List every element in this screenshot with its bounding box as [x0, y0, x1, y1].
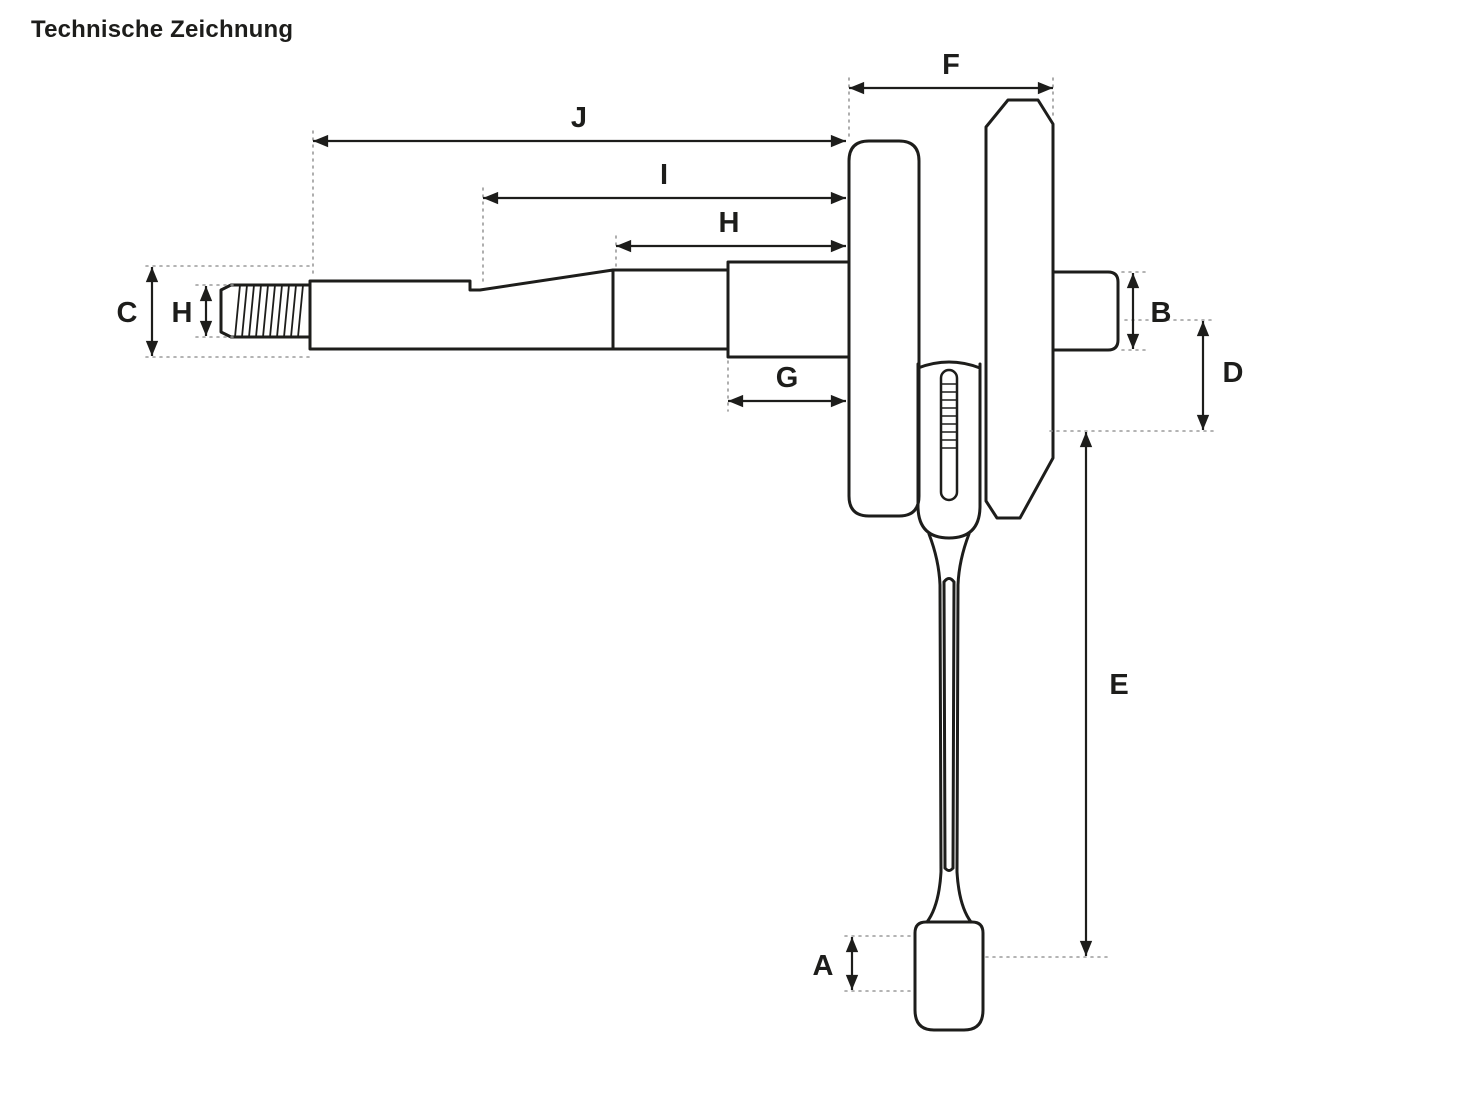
dimension-lines	[145, 81, 1210, 990]
output-shaft-stub	[1051, 270, 1120, 352]
dim-label-d: D	[1223, 357, 1244, 389]
bearing-serrations	[941, 383, 957, 449]
dim-label-f: F	[942, 49, 960, 81]
dim-label-h-shaft: H	[719, 207, 740, 239]
dim-label-j: J	[571, 102, 587, 134]
dim-label-c: C	[117, 297, 138, 329]
dim-label-g: G	[776, 362, 799, 394]
dimension-labels: F J I H G C H B D E A	[117, 49, 1244, 982]
extension-line-set	[145, 77, 1215, 992]
dim-label-e: E	[1109, 669, 1128, 701]
dim-label-b: B	[1151, 297, 1172, 329]
connecting-rod-outline	[913, 360, 985, 1032]
extension-lines	[145, 77, 1215, 992]
page-title: Technische Zeichnung	[31, 16, 294, 43]
thread-hatch-lines	[234, 284, 304, 338]
dim-label-h-thread: H	[172, 297, 193, 329]
thread-hatching	[234, 284, 304, 338]
crank-web-front	[847, 139, 921, 518]
crank-web-rear	[984, 98, 1055, 520]
main-shaft-outline	[219, 260, 851, 359]
serration-lines	[941, 383, 957, 449]
crankpin-bearing-slot	[939, 368, 959, 502]
dim-label-a: A	[813, 950, 834, 982]
dim-label-i: I	[660, 159, 668, 191]
crankshaft-outline	[219, 98, 1120, 1032]
